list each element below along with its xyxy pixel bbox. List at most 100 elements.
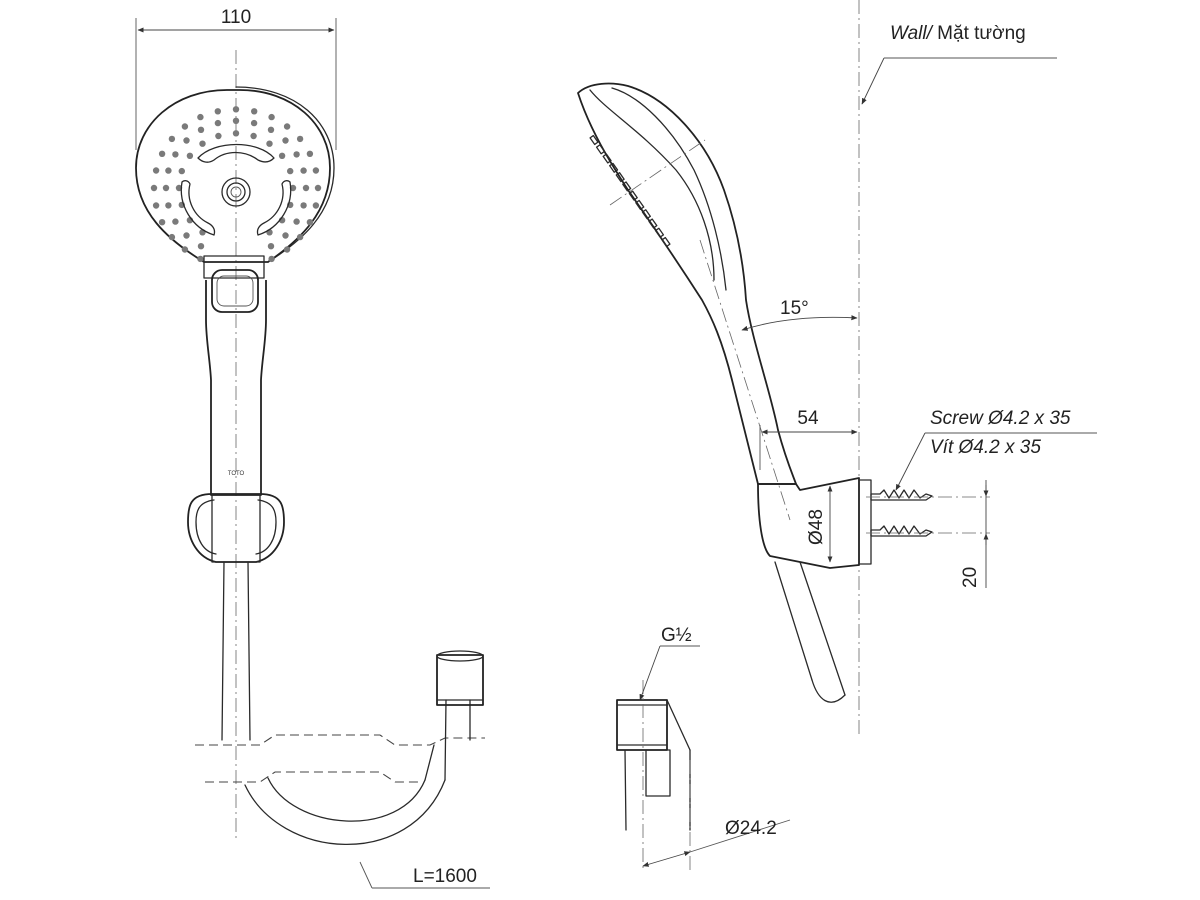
holder-dia-label: Ø48 xyxy=(806,509,827,545)
spray-hole xyxy=(232,117,240,125)
spray-hole xyxy=(197,126,205,133)
spray-hole xyxy=(199,140,206,147)
spray-hole xyxy=(181,123,189,130)
side-nozzle xyxy=(654,227,665,238)
angle-label: 15° xyxy=(780,298,809,319)
side-nozzle xyxy=(641,209,651,220)
wall-holder xyxy=(187,493,285,563)
spray-hole xyxy=(300,202,307,209)
spray-hole xyxy=(312,202,320,209)
side-nozzles xyxy=(589,134,671,248)
spray-hole xyxy=(197,255,204,263)
spray-hole xyxy=(168,135,176,143)
spray-hole xyxy=(296,233,304,241)
side-nozzle xyxy=(589,134,599,146)
spray-hole xyxy=(251,108,258,115)
screw-callout: Screw Ø4.2 x 35 Vít Ø4.2 x 35 xyxy=(895,408,1097,491)
side-nozzle xyxy=(622,181,632,192)
spray-hole xyxy=(152,167,160,174)
spray-hole xyxy=(215,132,222,140)
spray-hole xyxy=(178,167,185,175)
side-nozzle xyxy=(628,190,638,201)
spray-hole xyxy=(214,108,221,115)
hole-spacing-label: 20 xyxy=(960,567,981,588)
spray-hole xyxy=(296,135,304,143)
spray-hole xyxy=(186,152,194,159)
spray-hole xyxy=(266,140,273,147)
side-nozzle xyxy=(609,162,619,173)
side-nozzle xyxy=(595,144,606,155)
spray-hole xyxy=(183,137,190,144)
hose-length-label: L=1600 xyxy=(413,866,477,887)
side-view: Wall/ Mặt tường 15° 54 Ø48 xyxy=(577,0,1097,870)
thread-label: G½ xyxy=(661,625,692,646)
spray-hole xyxy=(293,218,300,225)
side-nozzle xyxy=(602,153,612,164)
screw-label-en: Screw Ø4.2 x 35 xyxy=(930,408,1071,429)
spray-hole xyxy=(302,184,310,192)
spray-hole xyxy=(172,151,179,158)
spray-hole xyxy=(165,167,172,174)
spray-hole xyxy=(267,243,275,250)
spray-hole xyxy=(312,167,320,174)
shower-head-face xyxy=(135,89,331,263)
holder-side xyxy=(757,477,860,569)
screws xyxy=(866,489,990,537)
head-axis xyxy=(609,139,706,206)
wall-callout: Wall/ Mặt tường xyxy=(861,23,1057,105)
side-nozzle xyxy=(635,199,645,210)
spray-hole xyxy=(289,184,297,192)
hose-front xyxy=(195,561,485,846)
spray-hole xyxy=(152,202,160,209)
spray-hole xyxy=(197,113,204,121)
spray-hole xyxy=(250,119,258,127)
spray-hole xyxy=(250,132,257,140)
nut-dia-label: Ø24.2 xyxy=(725,818,777,839)
spray-hole xyxy=(268,113,275,121)
spray-hole xyxy=(268,255,275,263)
side-nozzle xyxy=(615,172,625,183)
spray-hole xyxy=(267,126,275,133)
neck-box xyxy=(203,255,265,279)
spray-hole xyxy=(232,106,240,113)
spray-hole xyxy=(150,184,158,192)
spray-hole xyxy=(158,150,166,157)
spray-hole xyxy=(300,167,307,174)
spray-hole xyxy=(181,246,189,253)
spray-hole xyxy=(278,152,286,159)
spray-hole xyxy=(232,130,240,137)
side-nozzle xyxy=(648,218,658,229)
spray-holes xyxy=(150,106,322,263)
spray-hole xyxy=(214,119,222,127)
spray-hole xyxy=(314,184,322,192)
spray-hole xyxy=(175,184,183,192)
spray-hole xyxy=(306,219,314,226)
spray-hole xyxy=(168,233,176,241)
spray-hole xyxy=(282,137,289,144)
front-view: 110 TOTO xyxy=(135,7,490,889)
spray-hole xyxy=(283,123,291,130)
center-nozzle xyxy=(221,177,251,207)
handle xyxy=(205,280,267,496)
head-side-profile xyxy=(577,82,797,485)
screw-label-vn: Vít Ø4.2 x 35 xyxy=(930,437,1041,458)
length-callout: L=1600 xyxy=(359,861,490,889)
spray-hole xyxy=(158,219,166,226)
spray-hole xyxy=(172,218,179,225)
spray-hole xyxy=(183,232,190,239)
head-back-rim xyxy=(235,86,335,263)
width-dimension: 110 xyxy=(135,7,337,150)
hose-end-nut xyxy=(436,654,484,706)
spray-channels xyxy=(180,143,292,236)
thread-nut: Ø24.2 G½ xyxy=(616,625,791,870)
spray-hole xyxy=(197,243,205,250)
spray-hole xyxy=(287,167,294,175)
width-dim-label: 110 xyxy=(221,7,251,28)
brand-logo: TOTO xyxy=(228,471,245,477)
spray-hole xyxy=(283,246,291,253)
mode-button xyxy=(211,269,259,313)
spray-hole xyxy=(282,232,289,239)
wall-label: Wall/ Mặt tường xyxy=(890,23,1026,44)
spray-hole xyxy=(306,150,314,157)
